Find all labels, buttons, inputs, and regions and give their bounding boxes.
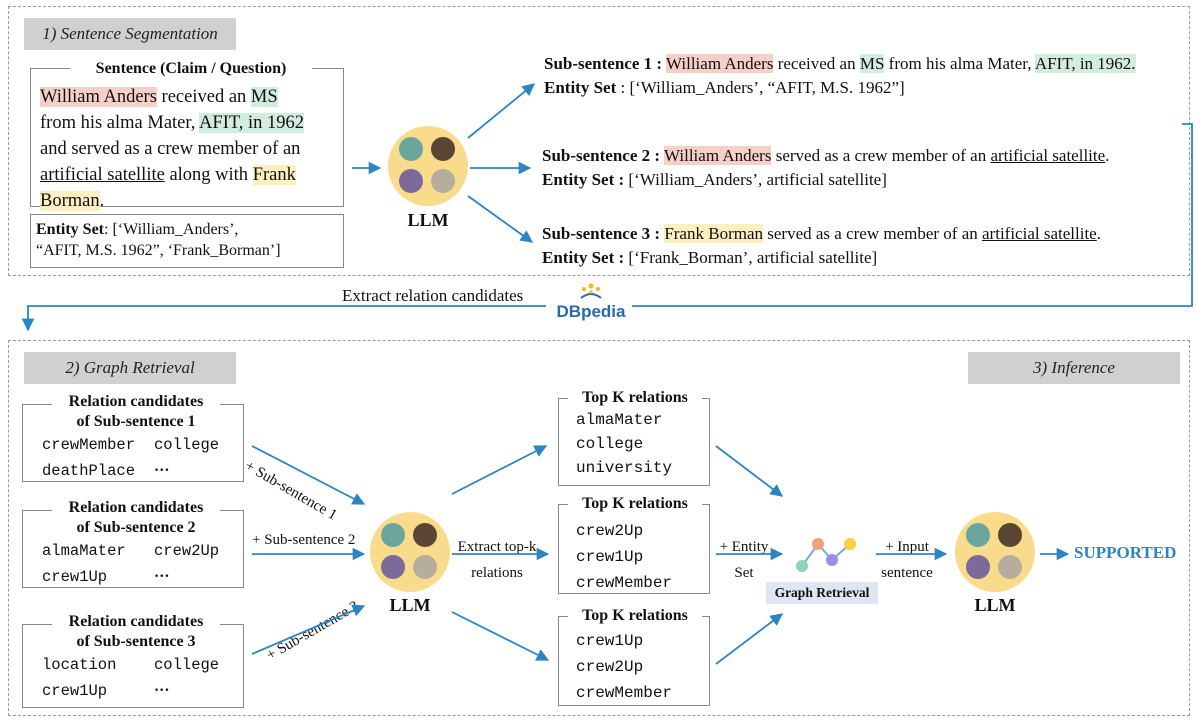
arrow-llm-to-sub1 [467,83,535,139]
arrow-rel3-to-llm [251,604,366,655]
sentence-box-title: Sentence (Claim / Question) [70,59,312,79]
chatgpt-icon [966,523,990,547]
section-tag-graph-retrieval: 2) Graph Retrieval [24,352,236,384]
segmentation-panel [8,6,1190,276]
section-tag-inference: 3) Inference [968,352,1180,384]
extract-relation-candidates-label: Extract relation candidates [342,286,524,305]
arrow-llm-to-topk1 [451,445,548,495]
sub-sentence-3: Sub-sentence 3 : Frank Borman served as … [542,224,1101,267]
topk-box-2 [558,504,710,594]
graph-inference-panel [8,340,1190,716]
dbpedia-logo: DBpedia [556,282,626,328]
arrow-label-sub-sentence-2: + Sub-sentence 2 [252,532,356,548]
result-supported: SUPPORTED [1074,543,1177,562]
topk-title-2: Top K relations [568,494,702,514]
entity-artificial-satellite: artificial satellite [40,165,165,185]
llm-label-3: LLM [974,595,1016,615]
arrow-rel1-to-llm [251,445,366,505]
graph-retrieval-icon [794,532,858,574]
arrow-topk3-to-graph [715,613,784,665]
entity-set-text: Entity Set: [‘William_Anders’, “AFIT, M.… [36,221,281,259]
vicuna-icon [381,555,405,579]
llm-icon-3 [955,512,1035,592]
arrow-right-connector [632,123,1193,307]
entity-borman: Borman [40,191,100,211]
sub-sentence-2: Sub-sentence 2 : William Anders served a… [542,146,1110,189]
llm-label-2: LLM [389,595,431,615]
llama-icon [413,523,437,547]
arrow-llm-to-topk3 [451,611,550,661]
sentence-text: William Anders received an MS from his a… [40,87,305,211]
alpaca-icon [431,169,455,193]
alpaca-icon [998,555,1022,579]
arrow-topk1-to-graph [715,445,784,497]
llama-icon [998,523,1022,547]
entity-ms: MS [250,87,278,107]
llm-label-1: LLM [407,210,449,230]
entity-set-box [30,214,344,268]
llama-icon [431,137,455,161]
topk-title-1: Top K relations [568,388,702,408]
chatgpt-icon [399,137,423,161]
graph-retrieval-label: Graph Retrieval [766,582,878,604]
vicuna-icon [966,555,990,579]
chatgpt-icon [381,523,405,547]
arrow-llm-to-sub3 [467,195,534,243]
entity-william-anders: William Anders [40,87,157,107]
arrow-to-graph-panel [21,305,546,332]
section-tag-segmentation: 1) Sentence Segmentation [24,18,236,50]
llm-icon-2 [370,512,450,592]
alpaca-icon [413,555,437,579]
entity-frank: Frank [252,165,296,185]
dbpedia-text: DBpedia [556,302,626,321]
topk-title-3: Top K relations [568,606,702,626]
topk-box-1 [558,398,710,486]
entity-afit: AFIT, in 1962 [199,113,305,133]
llm-icon-1 [388,126,468,206]
vicuna-icon [399,169,423,193]
dbpedia-spark-icon [578,282,604,300]
sub-sentence-1: Sub-sentence 1 : William Anders received… [544,54,1136,97]
